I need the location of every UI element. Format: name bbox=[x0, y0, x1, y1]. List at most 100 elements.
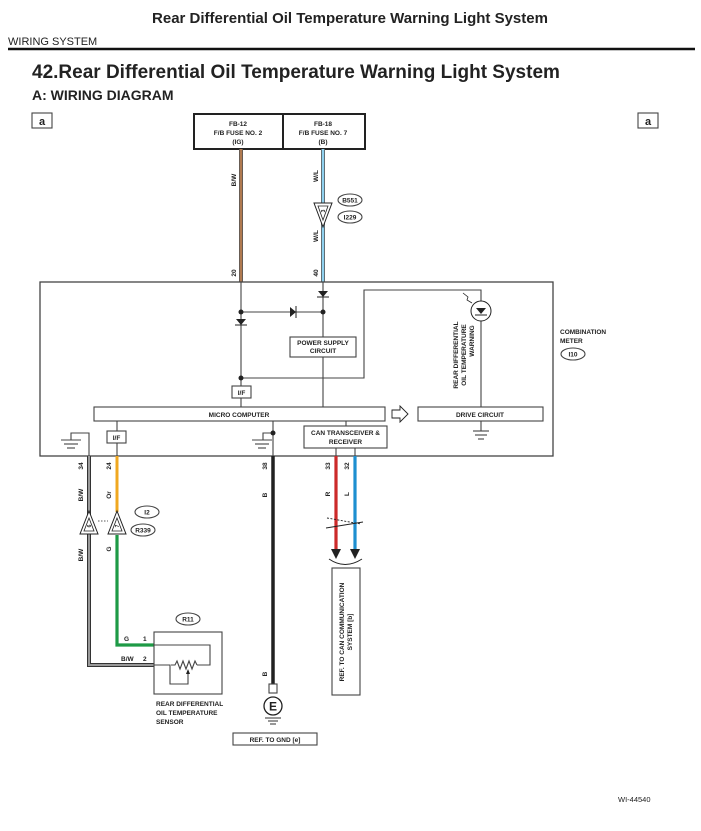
arrow-down-icon bbox=[350, 549, 360, 559]
connector-i2: I2 bbox=[134, 505, 160, 519]
wire-label: B/W bbox=[78, 488, 85, 502]
wire-g bbox=[115, 535, 154, 647]
svg-text:7: 7 bbox=[115, 524, 121, 527]
pin-number: 32 bbox=[344, 462, 351, 470]
marker-left: a bbox=[31, 112, 53, 129]
wire-label: W/L bbox=[313, 230, 320, 242]
svg-text:I2: I2 bbox=[144, 510, 150, 517]
svg-text:RECEIVER: RECEIVER bbox=[329, 439, 363, 446]
svg-text:a: a bbox=[645, 116, 652, 128]
page-subheading: A: WIRING DIAGRAM bbox=[32, 87, 174, 103]
wire-label: B bbox=[262, 671, 269, 676]
svg-text:REF. TO GND [e]: REF. TO GND [e] bbox=[250, 737, 301, 744]
ref-can-box: REF. TO CAN COMMUNICATION SYSTEM [b] bbox=[331, 567, 361, 696]
junction-connector-icon: 3 bbox=[313, 202, 333, 229]
svg-text:R339: R339 bbox=[135, 528, 151, 535]
wire-label: B/W bbox=[121, 656, 135, 663]
bracket-arc bbox=[328, 558, 363, 565]
header-title: Rear Differential Oil Temperature Warnin… bbox=[152, 10, 548, 27]
diode-icon bbox=[235, 319, 247, 326]
ref-gnd-box: REF. TO GND [e] bbox=[232, 732, 318, 746]
svg-text:REF. TO CAN COMMUNICATION: REF. TO CAN COMMUNICATION bbox=[339, 582, 346, 681]
figure-id: WI-44540 bbox=[618, 795, 651, 804]
svg-text:CIRCUIT: CIRCUIT bbox=[310, 348, 336, 355]
power-supply-circuit: POWER SUPPLY CIRCUIT bbox=[289, 336, 357, 358]
wire-label: B/W bbox=[78, 548, 85, 562]
svg-text:6: 6 bbox=[87, 524, 93, 527]
svg-text:FB-18: FB-18 bbox=[314, 121, 332, 128]
wire-label: B bbox=[262, 492, 269, 497]
fuse-box: FB-12 F/B FUSE NO. 2 (IG) FB-18 F/B FUSE… bbox=[193, 113, 366, 150]
svg-text:3: 3 bbox=[321, 209, 327, 212]
wire-label: Or bbox=[106, 491, 113, 499]
warning-lamp-icon bbox=[462, 292, 492, 322]
page-heading: 42.Rear Differential Oil Temperature War… bbox=[32, 62, 560, 83]
twisted-pair-icon bbox=[325, 517, 364, 529]
pin-number: 24 bbox=[106, 462, 113, 470]
svg-text:E: E bbox=[269, 700, 277, 714]
svg-text:(IG): (IG) bbox=[232, 139, 243, 146]
ground-terminal-icon: E bbox=[263, 683, 283, 725]
meter-internal-lines bbox=[238, 282, 482, 407]
ground-icon bbox=[473, 421, 489, 440]
pin-number: 1 bbox=[143, 636, 147, 643]
connector-pin-7-icon: 7 bbox=[107, 509, 127, 535]
svg-text:I/F: I/F bbox=[238, 390, 246, 397]
pin-number: 38 bbox=[262, 462, 269, 470]
svg-text:I10: I10 bbox=[568, 352, 577, 359]
pin-number: 2 bbox=[143, 656, 147, 663]
svg-text:REAR DIFFERENTIAL: REAR DIFFERENTIAL bbox=[156, 701, 223, 708]
svg-text:B551: B551 bbox=[342, 198, 358, 205]
connector-i229: I229 bbox=[337, 210, 363, 224]
arrow-down-icon bbox=[331, 549, 341, 559]
connector-r11: R11 bbox=[175, 612, 201, 626]
micro-computer: MICRO COMPUTER bbox=[93, 406, 386, 422]
if-block-lower: I/F bbox=[106, 421, 127, 456]
svg-text:WARNING: WARNING bbox=[469, 325, 476, 356]
svg-text:MICRO COMPUTER: MICRO COMPUTER bbox=[209, 412, 270, 419]
svg-text:I229: I229 bbox=[344, 215, 357, 222]
drive-circuit: DRIVE CIRCUIT bbox=[417, 406, 544, 422]
svg-text:SYSTEM [b]: SYSTEM [b] bbox=[347, 614, 354, 651]
svg-text:OIL TEMPERATURE: OIL TEMPERATURE bbox=[461, 324, 468, 386]
combination-meter-label: COMBINATION METER I10 bbox=[560, 329, 606, 361]
svg-text:COMBINATION: COMBINATION bbox=[560, 329, 606, 336]
warning-lamp-label: REAR DIFFERENTIAL OIL TEMPERATURE WARNIN… bbox=[453, 321, 476, 388]
svg-text:POWER SUPPLY: POWER SUPPLY bbox=[297, 340, 349, 347]
pin-number: 34 bbox=[78, 462, 85, 470]
wire-label: B/W bbox=[231, 173, 238, 187]
svg-text:FB-12: FB-12 bbox=[229, 121, 247, 128]
svg-text:CAN TRANSCEIVER &: CAN TRANSCEIVER & bbox=[311, 430, 380, 437]
ground-icon bbox=[252, 421, 276, 456]
wire-label: G bbox=[124, 636, 129, 643]
arrow-right-icon bbox=[391, 404, 409, 424]
connector-b551: B551 bbox=[337, 193, 363, 207]
ground-icon bbox=[61, 432, 90, 456]
svg-text:R11: R11 bbox=[182, 617, 194, 624]
svg-text:F/B FUSE NO. 2: F/B FUSE NO. 2 bbox=[214, 130, 263, 137]
svg-text:OIL TEMPERATURE: OIL TEMPERATURE bbox=[156, 710, 218, 717]
sensor-label: REAR DIFFERENTIAL OIL TEMPERATURE SENSOR bbox=[156, 701, 223, 726]
svg-text:F/B FUSE NO. 7: F/B FUSE NO. 7 bbox=[299, 130, 348, 137]
svg-text:METER: METER bbox=[560, 338, 583, 345]
svg-text:DRIVE CIRCUIT: DRIVE CIRCUIT bbox=[456, 412, 504, 419]
section-label: WIRING SYSTEM bbox=[8, 36, 97, 48]
wire-bw-34 bbox=[87, 456, 154, 667]
svg-text:SENSOR: SENSOR bbox=[156, 719, 184, 726]
diode-icon bbox=[317, 291, 329, 298]
pin-number: 33 bbox=[325, 462, 332, 470]
wire-label: G bbox=[106, 546, 113, 551]
combination-meter-box bbox=[39, 281, 554, 457]
svg-text:a: a bbox=[39, 116, 46, 128]
marker-right: a bbox=[637, 112, 659, 129]
if-block-upper: I/F bbox=[231, 385, 252, 399]
connector-pin-6-icon: 6 bbox=[79, 509, 99, 535]
wire-label: R bbox=[325, 491, 332, 496]
pin-number: 40 bbox=[313, 269, 320, 277]
svg-text:REAR DIFFERENTIAL: REAR DIFFERENTIAL bbox=[453, 321, 460, 388]
svg-text:I/F: I/F bbox=[113, 435, 121, 442]
can-transceiver: CAN TRANSCEIVER & RECEIVER bbox=[303, 421, 388, 456]
oil-temperature-sensor bbox=[153, 631, 223, 695]
pin-number: 20 bbox=[231, 269, 238, 277]
connector-r339: R339 bbox=[130, 523, 156, 537]
